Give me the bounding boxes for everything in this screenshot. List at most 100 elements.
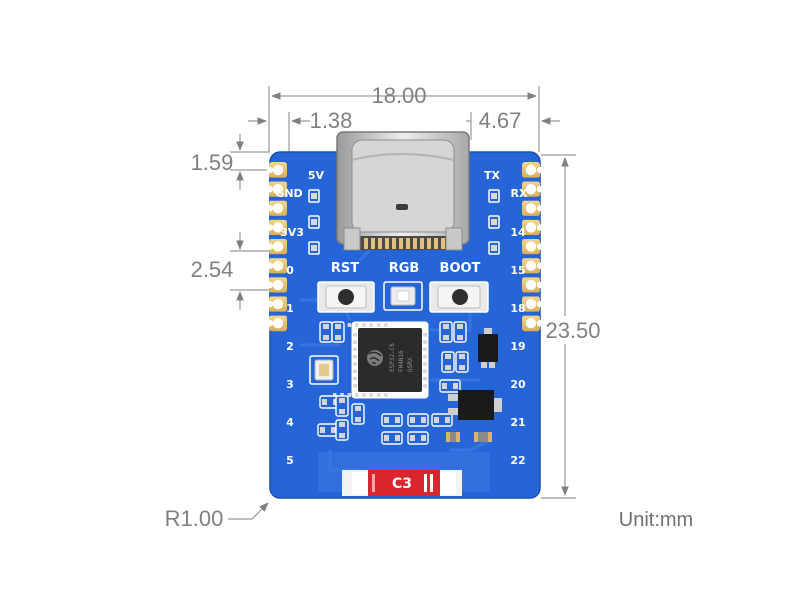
rgb-label: RGB (389, 261, 420, 276)
pin-label-gnd: GND (275, 187, 302, 200)
pin-label-3v3: 3V3 (280, 226, 304, 239)
pin-pad-gap (269, 273, 287, 278)
smd-passive (407, 431, 429, 445)
pin-label-rx: RX (511, 187, 528, 200)
usb-pin (385, 238, 389, 249)
smd-passive (335, 395, 349, 417)
left-pin-pad (266, 296, 287, 313)
right-pin-pad (522, 219, 544, 236)
smd-passive (407, 413, 429, 427)
usb-pin (371, 238, 375, 249)
pin-label-21: 21 (510, 416, 525, 429)
c3-label: C3 (392, 476, 412, 492)
pin-pad-gap (522, 177, 540, 182)
chip-marking-line1: ESP32-C6 (389, 343, 396, 372)
smd-passive (431, 413, 453, 427)
leader-arrow-icon (251, 502, 269, 520)
esp32-chip: ESP32-C6 FH4N16 QSRX (333, 321, 429, 399)
boot-label: BOOT (440, 261, 481, 276)
reset-button[interactable] (317, 281, 375, 313)
right-pin-pad (522, 162, 544, 178)
smd-passive (439, 379, 461, 393)
pin-pad-gap (269, 215, 287, 220)
pin-pad-gap (522, 196, 540, 201)
smd-passive (439, 321, 453, 343)
crystal-oscillator (309, 355, 339, 385)
pin-label-14: 14 (510, 226, 526, 239)
pin-pad-gap (269, 177, 287, 182)
chip-pin (340, 393, 344, 397)
dim-board-height: 23.50 (545, 318, 600, 343)
usb-pin (441, 238, 445, 249)
voltage-regulator (448, 390, 502, 420)
pin-label-1: 1 (286, 302, 294, 315)
right-pin-labels: TX RX 14 15 18 19 20 21 22 (484, 169, 528, 467)
pin-label-15: 15 (510, 264, 525, 277)
chip-pin (376, 393, 381, 397)
pin-pad-gap (522, 254, 540, 259)
pin-label-22: 22 (510, 454, 525, 467)
left-pin-pad (266, 257, 287, 274)
pin-label-2: 2 (286, 340, 294, 353)
left-pin-pad (266, 315, 287, 332)
dim-board-width: 18.00 (371, 83, 426, 108)
pin-pad-gap (269, 235, 287, 240)
right-pin-pad (522, 238, 544, 255)
chip-pin (353, 333, 357, 337)
chip-pin (353, 376, 357, 381)
usb-pin (364, 238, 368, 249)
chip-pin (354, 393, 359, 397)
right-pin-header (522, 162, 544, 332)
usb-pin (434, 238, 438, 249)
smd-capacitor (446, 432, 460, 442)
pin-pad-gap (269, 292, 287, 297)
chip-pin (362, 393, 366, 397)
chip-marking-line3: QSRX (407, 357, 414, 372)
pin-pad-gap (522, 235, 540, 240)
pin-label-4: 4 (286, 416, 294, 429)
pin-pad-gap (522, 292, 540, 297)
chip-pin (353, 362, 357, 366)
usb-pin (392, 238, 396, 249)
pin-label-0: 0 (286, 264, 294, 277)
pin-pad-gap (269, 196, 287, 201)
chip-pin (369, 393, 373, 397)
smd-passive (335, 419, 349, 441)
pin-pad-gap (522, 215, 540, 220)
chip-pin (384, 393, 388, 397)
right-pin-pad (522, 315, 544, 332)
espressif-logo-icon (367, 350, 383, 366)
chip-pin (354, 323, 359, 327)
usb-pin (413, 238, 417, 249)
pin-label-5: 5 (286, 454, 294, 467)
chip-model-label: C3 (342, 470, 462, 496)
smd-passive (351, 403, 365, 425)
chip-pin (353, 354, 357, 359)
smd-passive (453, 321, 467, 343)
pin-label-20: 20 (510, 378, 526, 391)
smd-passive (331, 321, 345, 343)
chip-pin (423, 376, 427, 381)
pin-label-19: 19 (510, 340, 525, 353)
smd-passive (441, 351, 455, 373)
pin-pad-gap (522, 311, 540, 316)
dim-usb-left-offset: 1.38 (310, 108, 353, 133)
pin-label-3: 3 (286, 378, 294, 391)
chip-pin (376, 323, 381, 327)
dim-corner-radius: R1.00 (165, 506, 224, 531)
chip-pin (423, 369, 427, 373)
left-pin-pad (266, 162, 287, 178)
chip-pin (423, 354, 427, 359)
chip-pin (369, 323, 373, 327)
chip-pin (347, 323, 352, 327)
smd-passive (317, 423, 339, 437)
usb-pin (378, 238, 382, 249)
dim-pin-pitch: 2.54 (191, 257, 234, 282)
smd-passive (455, 351, 469, 373)
dim-usb-right-offset: 4.67 (479, 108, 522, 133)
boot-button[interactable] (429, 281, 489, 313)
chip-pin (384, 323, 388, 327)
smd-passive (381, 413, 403, 427)
chip-pin (423, 340, 427, 344)
